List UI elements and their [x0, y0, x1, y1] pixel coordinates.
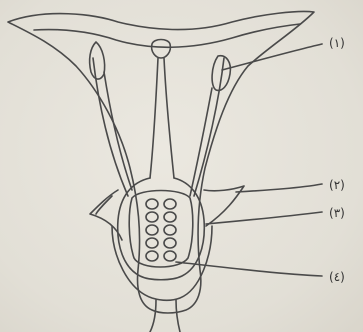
ovule	[164, 251, 176, 261]
left-sepal	[90, 190, 122, 240]
ovule	[146, 199, 158, 209]
ovule	[146, 251, 158, 261]
stalk-right	[176, 300, 180, 332]
ovule	[146, 238, 158, 248]
pointer-line-3	[206, 212, 322, 224]
label-3: (٣)	[329, 206, 345, 220]
pointer-line-1	[222, 44, 322, 70]
ovule	[164, 238, 176, 248]
ovule	[164, 225, 176, 235]
style-right	[164, 58, 174, 178]
ovule	[146, 212, 158, 222]
ovule	[164, 212, 176, 222]
ovule	[146, 225, 158, 235]
style-left	[150, 58, 158, 178]
stalk-left	[150, 300, 156, 332]
pointer-line-2	[236, 184, 322, 192]
right-filament	[194, 58, 224, 196]
petal-inner-line	[34, 24, 300, 47]
label-2: (٢)	[329, 178, 345, 192]
label-4: (٤)	[329, 270, 345, 284]
stigma	[152, 40, 171, 59]
left-anther	[90, 42, 105, 79]
pointer-line-4	[176, 262, 322, 276]
label-1: (١)	[329, 36, 345, 50]
ovule	[164, 199, 176, 209]
